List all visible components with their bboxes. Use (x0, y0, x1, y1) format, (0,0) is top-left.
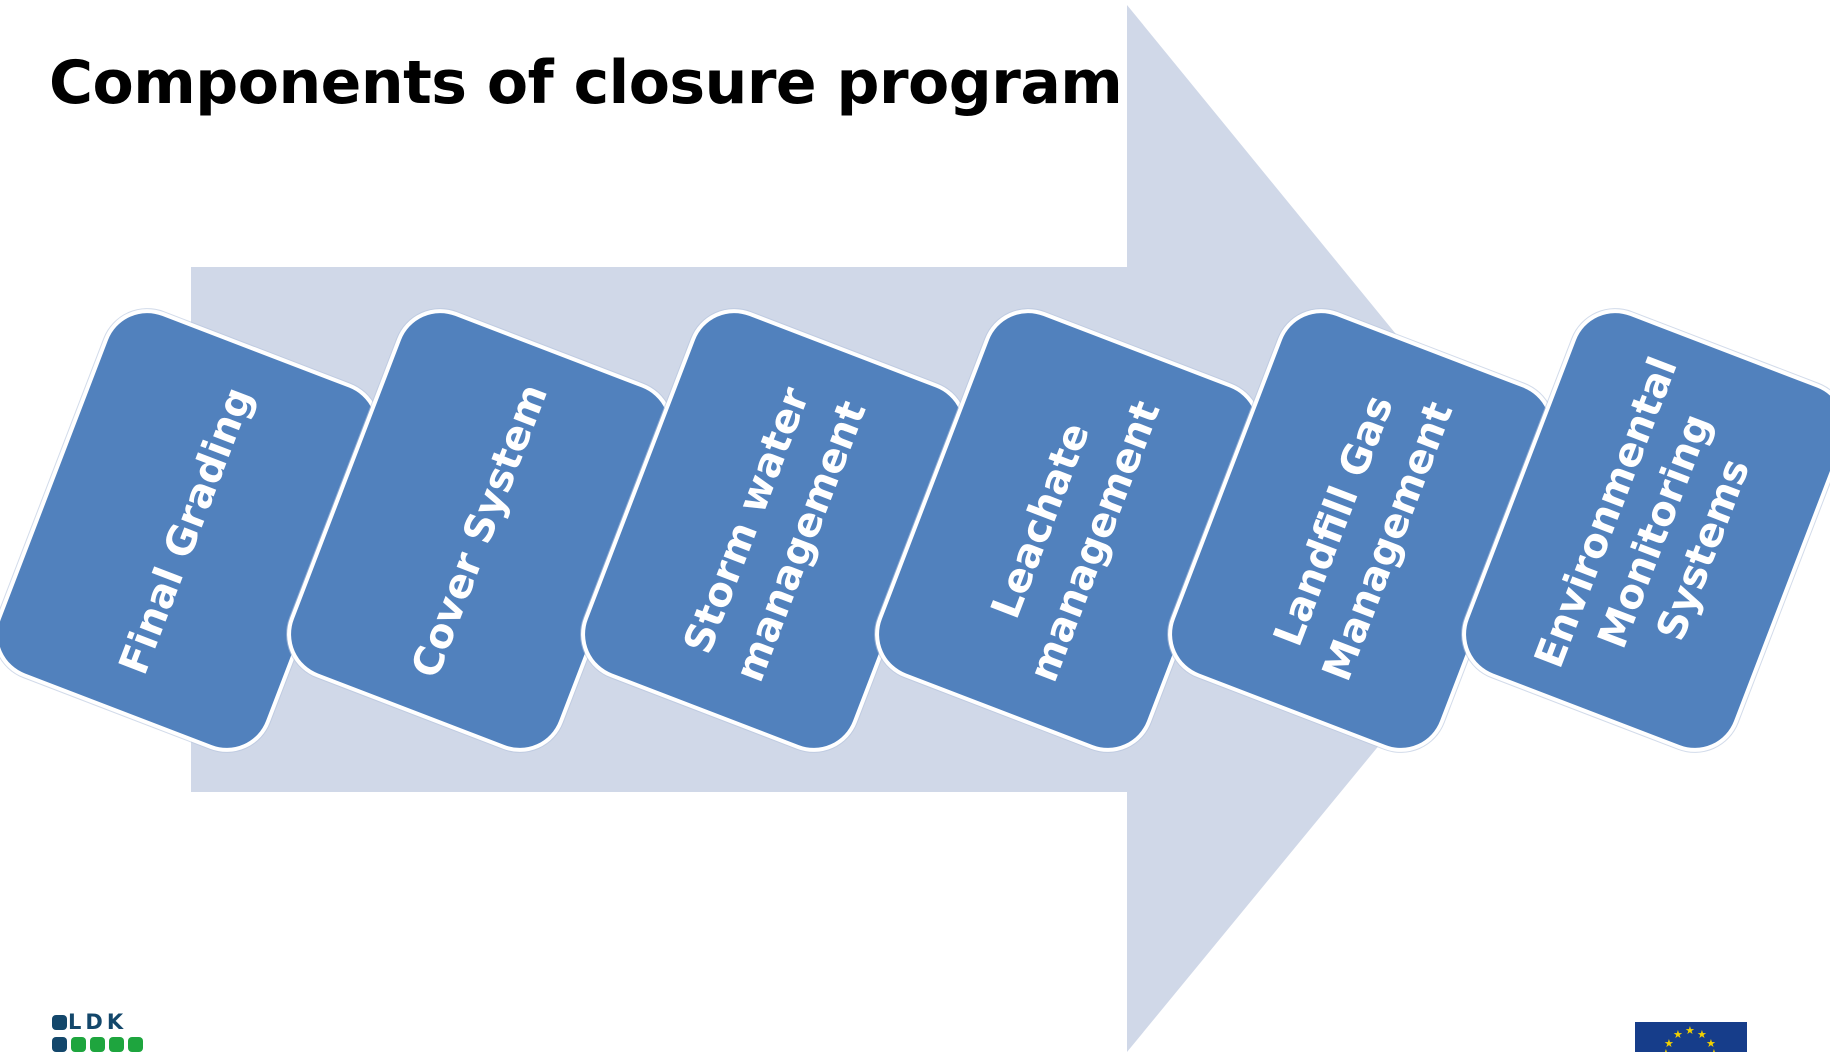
logo-text: LDK (68, 1010, 128, 1034)
logo-dot (109, 1037, 124, 1052)
step-label: Cover System (402, 377, 558, 684)
step-label: Storm water management (675, 380, 876, 688)
star-icon: ★ (1661, 1049, 1671, 1052)
star-icon: ★ (1697, 1029, 1707, 1041)
star-icon: ★ (1709, 1049, 1719, 1052)
step-label: Final Grading (111, 380, 263, 681)
step-label: Environmental Monitoring Systems (1526, 350, 1760, 674)
star-icon: ★ (1706, 1038, 1716, 1050)
logo-dot (71, 1037, 86, 1052)
star-icon: ★ (1685, 1025, 1695, 1037)
step-label: Leachate management (982, 394, 1170, 688)
logo-dot (52, 1015, 67, 1030)
page-title: Components of closure program (49, 48, 1123, 118)
ldk-logo: LDK (49, 1010, 149, 1052)
logo-dot (128, 1037, 143, 1052)
step-label: Landfill Gas Management (1265, 388, 1463, 687)
logo-dot (90, 1037, 105, 1052)
eu-flag: ★ ★ ★ ★ ★ ★ ★ (1635, 1022, 1747, 1052)
star-icon: ★ (1664, 1038, 1674, 1050)
logo-dot (52, 1037, 67, 1052)
star-icon: ★ (1673, 1029, 1683, 1041)
